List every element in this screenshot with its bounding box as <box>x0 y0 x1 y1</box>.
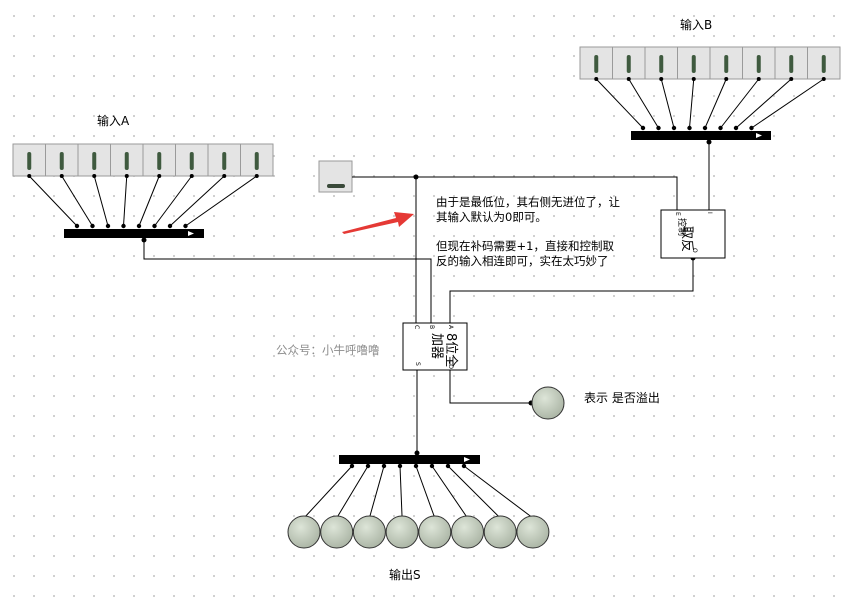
controlled-negator-block[interactable] <box>660 209 726 259</box>
triangle-right-icon <box>188 231 194 236</box>
input-b-switch-5[interactable] <box>709 46 743 80</box>
input-a-label: 输入A <box>97 114 130 128</box>
circuit-wires <box>143 140 710 455</box>
output-led-2 <box>320 515 354 549</box>
negator-pin-out: O <box>691 248 698 253</box>
output-led-1 <box>287 515 321 549</box>
negator-pin-in: E <box>674 212 681 216</box>
adder-pin-co: CO <box>447 360 454 369</box>
triangle-right-icon <box>756 133 762 138</box>
input-a-switch-1[interactable] <box>12 143 46 177</box>
negator-subtitle: 控制 <box>676 218 686 237</box>
input-a-bus[interactable] <box>64 229 204 238</box>
input-b-switch-6[interactable] <box>742 46 776 80</box>
input-a-switch-8[interactable] <box>240 143 274 177</box>
output-wires <box>302 463 535 520</box>
annotation-line-2: 其输入默认为0即可。 <box>436 210 547 224</box>
input-a-switch-7[interactable] <box>207 143 241 177</box>
annotation-line-4: 反的输入相连即可，实在太巧妙了 <box>436 254 609 268</box>
adder-pin-a: A <box>447 325 454 330</box>
input-b-wires <box>594 77 826 131</box>
overflow-label: 表示 是否溢出 <box>584 391 660 405</box>
output-led-7 <box>483 515 517 549</box>
adder-block[interactable] <box>402 322 468 371</box>
output-led-5 <box>418 515 452 549</box>
input-a-switch-6[interactable] <box>175 143 209 177</box>
input-a-switch-4[interactable] <box>110 143 144 177</box>
annotation-line-3: 但现在补码需要+1，直接和控制取 <box>436 239 614 253</box>
output-bus[interactable] <box>339 455 480 464</box>
input-a-switches <box>12 143 274 177</box>
input-b-switch-3[interactable] <box>644 46 678 80</box>
input-b-bus[interactable] <box>631 131 771 140</box>
input-b-switch-1[interactable] <box>579 46 613 80</box>
adder-pin-c: C <box>413 325 420 330</box>
annotation-line-1: 由于是最低位，其右侧无进位了，让 <box>436 195 620 209</box>
output-s-label: 输出S <box>389 568 421 582</box>
adder-pin-s: S <box>414 362 421 366</box>
input-b-label: 输入B <box>680 18 713 32</box>
wire-junctions <box>141 139 712 456</box>
output-led-4 <box>385 515 419 549</box>
output-led-6 <box>451 515 484 549</box>
output-led-3 <box>352 515 386 549</box>
input-b-switch-4[interactable] <box>677 46 711 80</box>
overflow-led <box>531 386 565 420</box>
input-b-switches <box>579 46 841 80</box>
input-a-switch-5[interactable] <box>142 143 176 177</box>
input-b-switch-8[interactable] <box>807 46 841 80</box>
negator-pin-ctrl: I <box>706 212 713 214</box>
adder-subtitle: 加器 <box>429 333 444 360</box>
adder-pin-b: B <box>428 325 435 330</box>
red-arrow-icon <box>342 212 414 234</box>
watermark: 公众号：小牛呼噜噜 <box>276 343 380 357</box>
input-b-switch-2[interactable] <box>612 46 646 80</box>
input-a-switch-2[interactable] <box>45 143 79 177</box>
input-a-switch-3[interactable] <box>77 143 111 177</box>
output-leds <box>287 515 550 549</box>
triangle-right-icon <box>464 457 470 462</box>
input-b-switch-7[interactable] <box>774 46 808 80</box>
control-switch[interactable] <box>318 160 353 193</box>
input-a-wires <box>27 174 259 229</box>
output-led-8 <box>516 515 550 549</box>
